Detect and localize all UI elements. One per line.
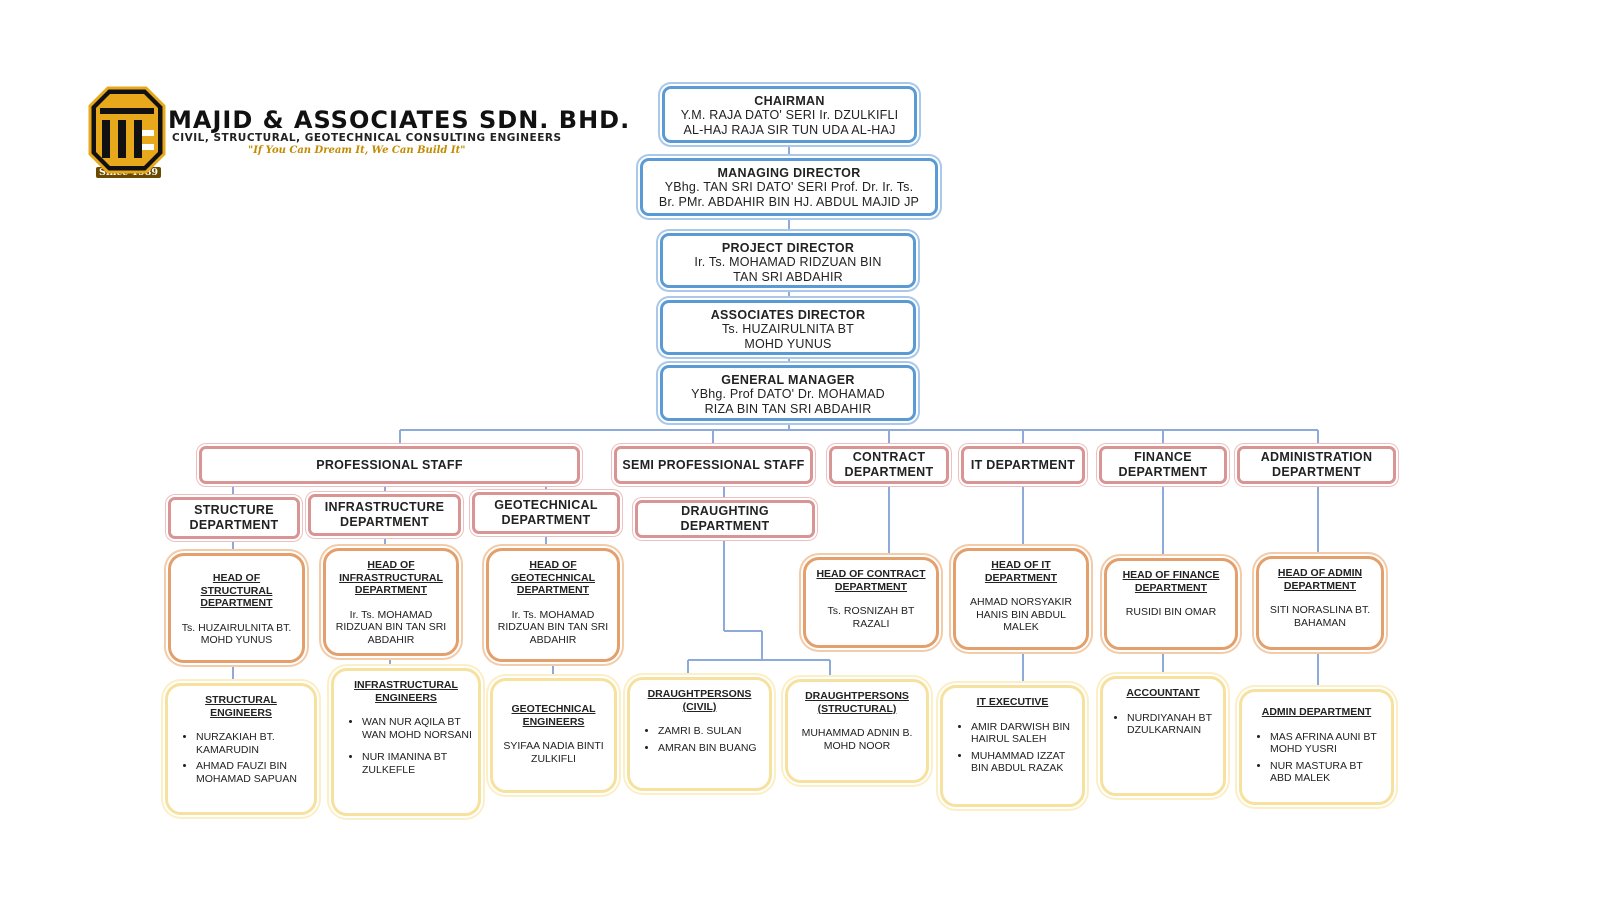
staff-member: SYIFAA NADIA BINTI ZULKIFLI bbox=[503, 740, 604, 765]
head-name: Ts. ROSNIZAH BT RAZALI bbox=[827, 605, 915, 630]
chairman-box: CHAIRMAN Y.M. RAJA DATO' SERI Ir. DZULKI… bbox=[662, 86, 917, 143]
head-it-box: HEAD OF IT DEPARTMENT AHMAD NORSYAKIR HA… bbox=[953, 548, 1089, 650]
company-subtitle: CIVIL, STRUCTURAL, GEOTECHNICAL CONSULTI… bbox=[172, 132, 562, 144]
head-title: HEAD OF CONTRACT DEPARTMENT bbox=[816, 568, 926, 593]
structure-department-box: STRUCTURE DEPARTMENT bbox=[168, 497, 300, 539]
staff-member: ZAMRI B. SULAN bbox=[658, 725, 763, 738]
exec-name-line: MOHD YUNUS bbox=[744, 337, 832, 351]
company-name: MAJID & ASSOCIATES SDN. BHD. bbox=[168, 106, 631, 134]
head-name: Ir. Ts. MOHAMAD RIDZUAN BIN TAN SRI ABDA… bbox=[335, 608, 447, 646]
staff-member: NURDIYANAH BT DZULKARNAIN bbox=[1127, 712, 1217, 737]
exec-name-line: RIZA BIN TAN SRI ABDAHIR bbox=[704, 402, 872, 416]
head-finance-box: HEAD OF FINANCE DEPARTMENT RUSIDI BIN OM… bbox=[1104, 558, 1238, 650]
exec-title: CHAIRMAN bbox=[754, 94, 825, 108]
head-title: HEAD OF STRUCTURAL DEPARTMENT bbox=[200, 572, 273, 609]
staff-list: ZAMRI B. SULAN AMRAN BIN BUANG bbox=[636, 725, 763, 754]
exec-name-line: TAN SRI ABDAHIR bbox=[733, 270, 843, 284]
staff-list: NURZAKIAH BT. KAMARUDIN AHMAD FAUZI BIN … bbox=[174, 731, 308, 785]
associates-director-box: ASSOCIATES DIRECTOR Ts. HUZAIRULNITA BT … bbox=[660, 300, 916, 355]
project-director-box: PROJECT DIRECTOR Ir. Ts. MOHAMAD RIDZUAN… bbox=[660, 233, 916, 288]
staff-list: AMIR DARWISH BIN HAIRUL SALEH MUHAMMAD I… bbox=[949, 721, 1076, 775]
company-logo bbox=[88, 86, 166, 183]
head-structural-box: HEAD OF STRUCTURAL DEPARTMENT Ts. HUZAIR… bbox=[168, 553, 305, 663]
staff-title: GEOTECHNICAL ENGINEERS bbox=[511, 703, 596, 728]
staff-list: NURDIYANAH BT DZULKARNAIN bbox=[1109, 712, 1217, 737]
staff-member: MAS AFRINA AUNI BT MOHD YUSRI bbox=[1270, 731, 1385, 756]
staff-member: AHMAD FAUZI BIN MOHAMAD SAPUAN bbox=[196, 760, 308, 785]
staff-member: NUR IMANINA BT ZULKEFLE bbox=[362, 751, 472, 776]
exec-name-line: Ts. HUZAIRULNITA BT bbox=[721, 322, 855, 336]
staff-member: WAN NUR AQILA BT WAN MOHD NORSANI bbox=[362, 716, 472, 741]
general-manager-box: GENERAL MANAGER YBhg. Prof DATO' Dr. MOH… bbox=[660, 365, 916, 421]
head-contract-box: HEAD OF CONTRACT DEPARTMENT Ts. ROSNIZAH… bbox=[803, 557, 939, 648]
head-name: RUSIDI BIN OMAR bbox=[1125, 606, 1217, 618]
exec-title: MANAGING DIRECTOR bbox=[717, 166, 861, 180]
exec-name-line: YBhg. Prof DATO' Dr. MOHAMAD bbox=[691, 387, 885, 401]
staff-title: DRAUGHTPERSONS (CIVIL) bbox=[647, 688, 752, 713]
exec-name-line: AL-HAJ RAJA SIR TUN UDA AL-HAJ bbox=[683, 123, 896, 137]
exec-title: PROJECT DIRECTOR bbox=[721, 241, 855, 255]
staff-member: NUR MASTURA BT ABD MALEK bbox=[1270, 760, 1385, 785]
head-title: HEAD OF ADMIN DEPARTMENT bbox=[1277, 567, 1363, 592]
contract-department-box: CONTRACT DEPARTMENT bbox=[829, 446, 949, 484]
head-name: SITI NORASLINA BT. BAHAMAN bbox=[1269, 604, 1371, 629]
staff-title: ACCOUNTANT bbox=[1126, 687, 1200, 699]
head-geotechnical-box: HEAD OF GEOTECHNICAL DEPARTMENT Ir. Ts. … bbox=[486, 548, 620, 662]
staff-member: MUHAMMAD ADNIN B. MOHD NOOR bbox=[801, 727, 913, 752]
it-department-box: IT DEPARTMENT bbox=[961, 446, 1085, 484]
draughtpersons-civil-box: DRAUGHTPERSONS (CIVIL) ZAMRI B. SULAN AM… bbox=[627, 677, 772, 791]
head-name: AHMAD NORSYAKIR HANIS BIN ABDUL MALEK bbox=[970, 596, 1072, 633]
staff-member: AMRAN BIN BUANG bbox=[658, 742, 763, 755]
head-title: HEAD OF FINANCE DEPARTMENT bbox=[1122, 569, 1220, 594]
staff-title: ADMIN DEPARTMENT bbox=[1261, 706, 1372, 718]
semi-professional-staff-box: SEMI PROFESSIONAL STAFF bbox=[614, 446, 813, 484]
staff-member: NURZAKIAH BT. KAMARUDIN bbox=[196, 731, 308, 756]
infrastructure-department-box: INFRASTRUCTURE DEPARTMENT bbox=[308, 494, 461, 536]
company-tagline: "If You Can Dream It, We Can Build It" bbox=[248, 145, 466, 156]
it-executive-box: IT EXECUTIVE AMIR DARWISH BIN HAIRUL SAL… bbox=[940, 685, 1085, 807]
exec-name-line: Br. PMr. ABDAHIR BIN HJ. ABDUL MAJID JP bbox=[658, 195, 920, 209]
head-admin-box: HEAD OF ADMIN DEPARTMENT SITI NORASLINA … bbox=[1256, 556, 1384, 650]
finance-department-box: FINANCE DEPARTMENT bbox=[1099, 446, 1227, 484]
head-name: Ir. Ts. MOHAMAD RIDZUAN BIN TAN SRI ABDA… bbox=[497, 608, 609, 646]
staff-member: AMIR DARWISH BIN HAIRUL SALEH bbox=[971, 721, 1076, 746]
staff-title: IT EXECUTIVE bbox=[976, 696, 1049, 708]
staff-list: WAN NUR AQILA BT WAN MOHD NORSANI NUR IM… bbox=[340, 716, 472, 776]
exec-title: GENERAL MANAGER bbox=[721, 373, 855, 387]
staff-title: DRAUGHTPERSONS (STRUCTURAL) bbox=[805, 690, 909, 715]
infrastructural-engineers-box: INFRASTRUCTURAL ENGINEERS WAN NUR AQILA … bbox=[331, 668, 481, 816]
exec-name-line: Y.M. RAJA DATO' SERI Ir. DZULKIFLI bbox=[680, 108, 899, 122]
head-title: HEAD OF GEOTECHNICAL DEPARTMENT bbox=[511, 559, 595, 596]
staff-member: MUHAMMAD IZZAT BIN ABDUL RAZAK bbox=[971, 750, 1076, 775]
head-infrastructural-box: HEAD OF INFRASTRUCTURAL DEPARTMENT Ir. T… bbox=[323, 548, 459, 656]
managing-director-box: MANAGING DIRECTOR YBhg. TAN SRI DATO' SE… bbox=[640, 158, 938, 216]
head-name: Ts. HUZAIRULNITA BT. MOHD YUNUS bbox=[181, 621, 292, 647]
exec-title: ASSOCIATES DIRECTOR bbox=[710, 308, 866, 322]
staff-title: INFRASTRUCTURAL ENGINEERS bbox=[354, 679, 458, 704]
professional-staff-box: PROFESSIONAL STAFF bbox=[199, 446, 580, 484]
draughtpersons-structural-box: DRAUGHTPERSONS (STRUCTURAL) MUHAMMAD ADN… bbox=[785, 679, 929, 783]
staff-title: STRUCTURAL ENGINEERS bbox=[205, 694, 277, 719]
geotechnical-department-box: GEOTECHNICAL DEPARTMENT bbox=[472, 492, 620, 534]
head-title: HEAD OF IT DEPARTMENT bbox=[984, 559, 1058, 584]
exec-name-line: YBhg. TAN SRI DATO' SERI Prof. Dr. Ir. T… bbox=[664, 180, 914, 194]
admin-department-box: ADMIN DEPARTMENT MAS AFRINA AUNI BT MOHD… bbox=[1239, 689, 1394, 805]
geotechnical-engineers-box: GEOTECHNICAL ENGINEERS SYIFAA NADIA BINT… bbox=[490, 678, 617, 793]
administration-department-box: ADMINISTRATION DEPARTMENT bbox=[1237, 446, 1396, 484]
accountant-box: ACCOUNTANT NURDIYANAH BT DZULKARNAIN bbox=[1100, 676, 1226, 796]
head-title: HEAD OF INFRASTRUCTURAL DEPARTMENT bbox=[339, 559, 443, 596]
exec-name-line: Ir. Ts. MOHAMAD RIDZUAN BIN bbox=[694, 255, 882, 269]
staff-list: MAS AFRINA AUNI BT MOHD YUSRI NUR MASTUR… bbox=[1248, 731, 1385, 785]
draughting-department-box: DRAUGHTING DEPARTMENT bbox=[635, 500, 815, 538]
structural-engineers-box: STRUCTURAL ENGINEERS NURZAKIAH BT. KAMAR… bbox=[165, 683, 317, 815]
